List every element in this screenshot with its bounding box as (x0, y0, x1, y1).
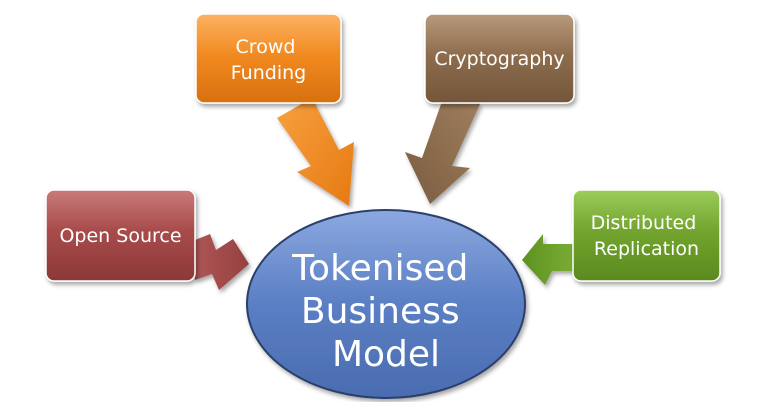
open-source-arrow (190, 234, 249, 290)
distributed-replication-label-line-1: Distributed (591, 212, 697, 234)
center-label: Tokenised Business Model (291, 248, 480, 375)
cryptography-arrow (405, 90, 480, 204)
cryptography-label-line-1: Cryptography (434, 48, 564, 70)
open-source-label-line-1: Open Source (59, 225, 181, 247)
center-label-line-2: Business (301, 291, 460, 332)
tokenised-business-model-ellipse (246, 209, 526, 399)
open-source-box (45, 189, 196, 282)
crowd-funding-label: Crowd Funding (231, 36, 306, 84)
open-source-label: Open Source (59, 225, 181, 247)
crowd-funding-arrow (277, 98, 354, 206)
distributed-replication-box (572, 189, 721, 282)
distributed-replication-arrow (522, 234, 575, 285)
center-label-line-3: Model (332, 334, 440, 375)
crowd-funding-label-line-1: Crowd (236, 36, 296, 58)
crowd-funding-box (195, 13, 342, 104)
distributed-replication-label-line-2: Replication (594, 238, 699, 260)
crowd-funding-label-line-2: Funding (231, 62, 306, 84)
cryptography-label: Cryptography (434, 48, 564, 70)
center-label-line-1: Tokenised (291, 248, 468, 289)
cryptography-box (424, 13, 575, 104)
distributed-replication-label: Distributed Replication (591, 212, 703, 260)
